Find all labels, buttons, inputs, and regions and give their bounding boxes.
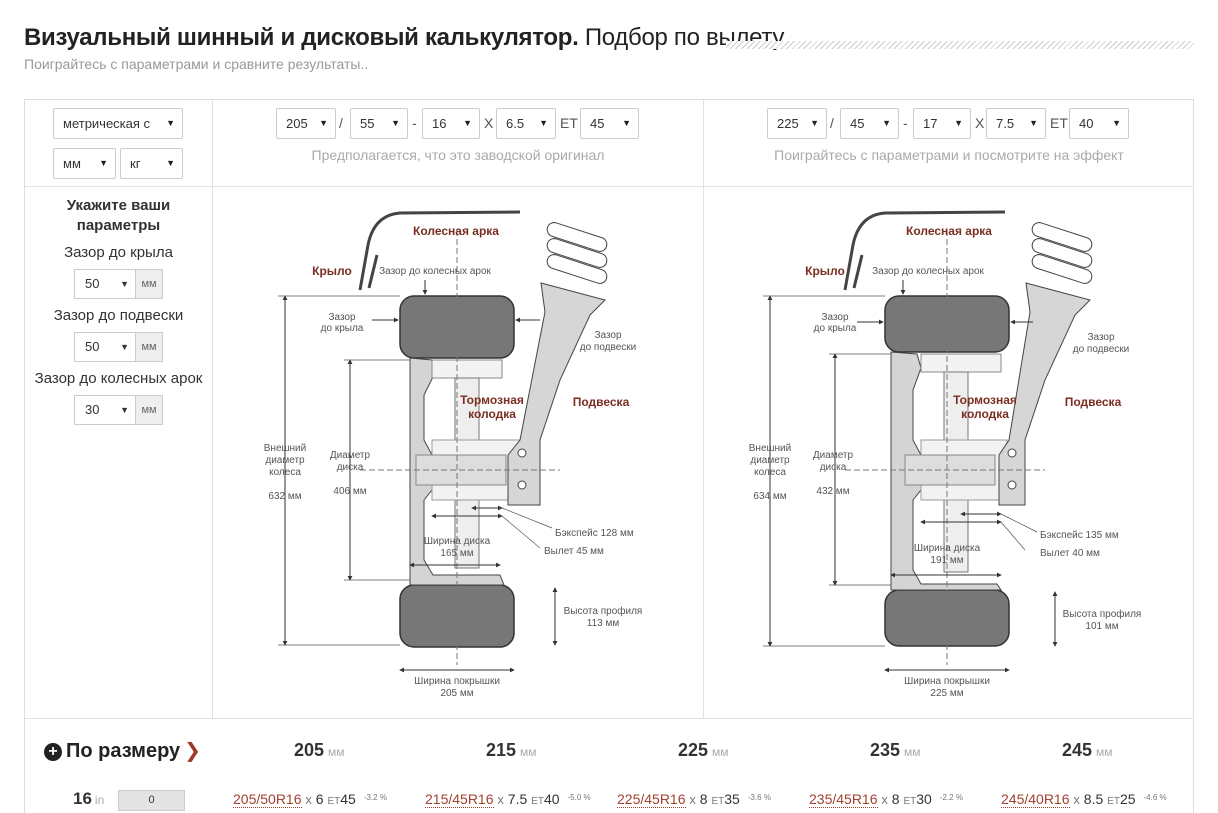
page-header: Визуальный шинный и дисковый калькулятор…	[24, 24, 1194, 72]
weight-unit-select[interactable]: кг▼	[120, 148, 183, 179]
dropdown-arrow-icon: ▼	[882, 118, 891, 128]
original-et-select[interactable]: 45▼	[580, 108, 639, 139]
dropdown-arrow-icon: ▼	[463, 118, 472, 128]
divider	[703, 100, 704, 718]
params-title: Укажите ваши параметры	[66, 197, 171, 234]
suspension-gap-field: 50▼ мм	[25, 332, 212, 362]
original-hint: Предполагается, что это заводской оригин…	[311, 147, 605, 163]
dropdown-arrow-icon: ▼	[120, 405, 129, 415]
fender-gap-select[interactable]: 50▼	[74, 269, 136, 299]
dropdown-arrow-icon: ▼	[391, 118, 400, 128]
title-bold: Визуальный шинный и дисковый калькулятор…	[24, 24, 579, 51]
page-subtitle: Поиграйтесь с параметрами и сравните рез…	[24, 56, 369, 72]
length-unit-select[interactable]: мм▼	[53, 148, 116, 179]
modified-hint: Поиграйтесь с параметрами и посмотрите н…	[774, 147, 1124, 163]
size-option[interactable]: 225/45R16 x 8 ET35-3.6 %	[617, 791, 771, 808]
row-count-field[interactable]: 0	[118, 790, 185, 811]
params-panel: Укажите ваши параметры Зазор до крыла 50…	[25, 188, 212, 425]
decorative-stripes	[726, 41, 1194, 49]
unit-addon: мм	[136, 269, 163, 299]
modified-et-select[interactable]: 40▼	[1069, 108, 1129, 139]
separator: ET	[560, 115, 578, 131]
suspension-gap-label: Зазор до подвески	[53, 307, 184, 324]
divider	[212, 100, 213, 718]
separator: X	[975, 115, 985, 131]
separator: -	[412, 115, 417, 131]
dropdown-arrow-icon: ▼	[1029, 118, 1038, 128]
dropdown-arrow-icon: ▼	[319, 118, 328, 128]
arch-gap-label: Зазор до колесных арок	[34, 370, 203, 387]
size-option[interactable]: 245/40R16 x 8.5 ET25-4.6 %	[1001, 791, 1167, 808]
chevron-up-icon: ❯	[184, 740, 201, 762]
dropdown-arrow-icon: ▼	[120, 342, 129, 352]
arch-gap-field: 30▼ мм	[25, 395, 212, 425]
size-option[interactable]: 235/45R16 x 8 ET30-2.2 %	[809, 791, 963, 808]
original-profile-select[interactable]: 55▼	[350, 108, 408, 139]
unit-system-select[interactable]: метрическая с▼	[53, 108, 183, 139]
divider	[25, 186, 1193, 187]
fender-gap-label: Зазор до крыла	[64, 244, 173, 261]
modified-profile-select[interactable]: 45▼	[840, 108, 899, 139]
unit-addon: мм	[136, 332, 163, 362]
size-option[interactable]: 205/50R16 x 6 ET45-3.2 %	[233, 791, 387, 808]
arch-gap-select[interactable]: 30▼	[74, 395, 136, 425]
dropdown-arrow-icon: ▼	[810, 118, 819, 128]
plus-circle-icon: +	[44, 743, 62, 761]
separator: X	[484, 115, 494, 131]
divider	[25, 718, 1193, 719]
separator: /	[339, 115, 343, 131]
modified-diameter-select[interactable]: 17▼	[913, 108, 971, 139]
dropdown-arrow-icon: ▼	[539, 118, 548, 128]
calculator-frame	[24, 99, 1194, 813]
original-rim-width-select[interactable]: 6.5▼	[496, 108, 556, 139]
original-width-select[interactable]: 205▼	[276, 108, 336, 139]
dropdown-arrow-icon: ▼	[120, 279, 129, 289]
size-option[interactable]: 215/45R16 x 7.5 ET40-5.0 %	[425, 791, 591, 808]
suspension-gap-select[interactable]: 50▼	[74, 332, 136, 362]
dropdown-arrow-icon: ▼	[1112, 118, 1121, 128]
dropdown-arrow-icon: ▼	[622, 118, 631, 128]
unit-addon: мм	[136, 395, 163, 425]
separator: -	[903, 115, 908, 131]
dropdown-arrow-icon: ▼	[954, 118, 963, 128]
original-diameter-select[interactable]: 16▼	[422, 108, 480, 139]
fender-gap-field: 50▼ мм	[25, 269, 212, 299]
modified-width-select[interactable]: 225▼	[767, 108, 827, 139]
page-title: Визуальный шинный и дисковый калькулятор…	[24, 24, 1194, 52]
by-size-toggle[interactable]: +По размеру❯	[44, 738, 201, 763]
dropdown-arrow-icon: ▼	[166, 158, 175, 168]
dropdown-arrow-icon: ▼	[166, 118, 175, 128]
dropdown-arrow-icon: ▼	[99, 158, 108, 168]
modified-rim-width-select[interactable]: 7.5▼	[986, 108, 1046, 139]
separator: ET	[1050, 115, 1068, 131]
separator: /	[830, 115, 834, 131]
